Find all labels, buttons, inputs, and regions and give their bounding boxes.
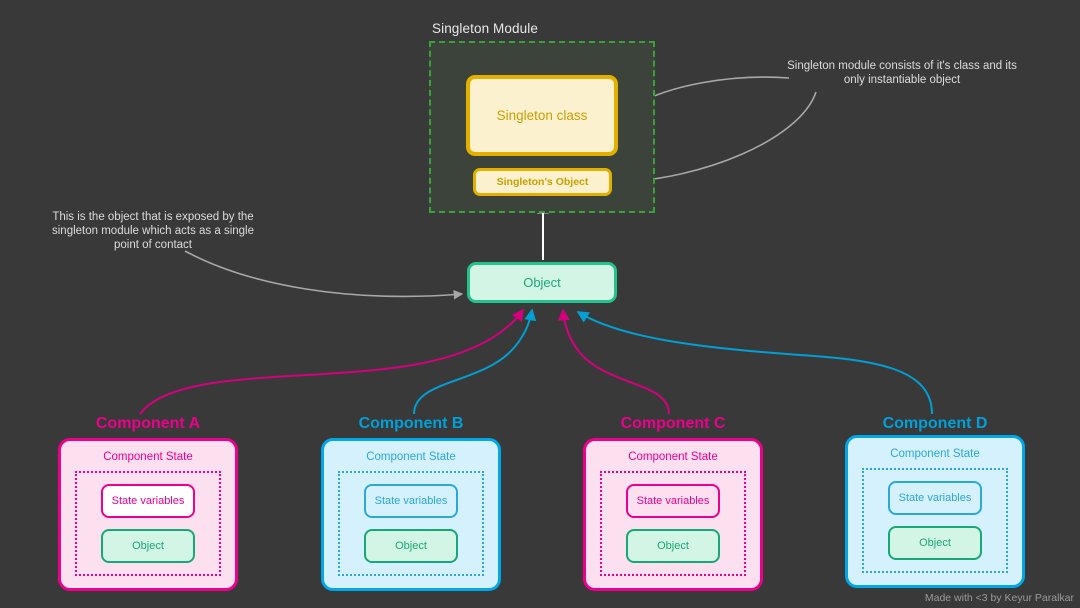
component-c-state-variables-label: State variables bbox=[636, 495, 710, 507]
component-c-title: Component C bbox=[620, 415, 726, 432]
component-c-box[interactable]: Component State State variables Object bbox=[583, 438, 763, 591]
link-component-d-to-object bbox=[576, 311, 933, 415]
component-a-box[interactable]: Component State State variables Object bbox=[58, 438, 238, 591]
component-d-object-label: Object bbox=[919, 537, 951, 549]
component-d-box[interactable]: Component State State variables Object bbox=[845, 435, 1025, 588]
component-b-state-label: Component State bbox=[366, 451, 456, 463]
component-b-object-label: Object bbox=[395, 540, 427, 552]
component-d-state-dashed-box: State variables Object bbox=[862, 468, 1008, 573]
component-b-state-variables-label: State variables bbox=[374, 495, 448, 507]
module-label: Singleton Module bbox=[432, 21, 538, 36]
component-a: Component A Component State State variab… bbox=[48, 415, 248, 591]
component-c-object[interactable]: Object bbox=[626, 529, 720, 563]
annotation-right: Singleton module consists of it's class … bbox=[787, 60, 1017, 86]
component-d-state-variables-label: State variables bbox=[898, 492, 972, 504]
component-c-object-label: Object bbox=[657, 540, 689, 552]
component-c-state-variables[interactable]: State variables bbox=[626, 484, 720, 518]
singleton-object-box[interactable]: Singleton's Object bbox=[473, 168, 612, 196]
component-b-box[interactable]: Component State State variables Object bbox=[321, 438, 501, 591]
link-component-c-to-object bbox=[557, 308, 670, 415]
component-a-state-label: Component State bbox=[103, 451, 193, 463]
component-b-title: Component B bbox=[358, 415, 464, 432]
component-a-state-variables-label: State variables bbox=[111, 495, 185, 507]
component-b-state-variables[interactable]: State variables bbox=[364, 484, 458, 518]
component-a-title: Component A bbox=[95, 415, 201, 432]
central-object-box[interactable]: Object bbox=[467, 262, 617, 303]
link-component-a-to-object bbox=[139, 308, 524, 415]
component-a-object[interactable]: Object bbox=[101, 529, 195, 563]
component-d: Component D Component State State variab… bbox=[835, 415, 1035, 588]
singleton-class-label: Singleton class bbox=[496, 108, 588, 123]
component-d-title: Component D bbox=[882, 415, 988, 432]
component-d-state-variables[interactable]: State variables bbox=[888, 481, 982, 515]
link-component-b-to-object bbox=[413, 308, 537, 415]
component-d-object[interactable]: Object bbox=[888, 526, 982, 560]
link-annotation-left-to-object bbox=[184, 250, 464, 300]
annotation-left: This is the object that is exposed by th… bbox=[52, 211, 255, 251]
component-b-state-dashed-box: State variables Object bbox=[338, 471, 484, 576]
singleton-class-box[interactable]: Singleton class bbox=[466, 75, 618, 156]
central-object-label: Object bbox=[523, 275, 561, 290]
component-c: Component C Component State State variab… bbox=[573, 415, 773, 591]
component-b-object[interactable]: Object bbox=[364, 529, 458, 563]
component-c-state-dashed-box: State variables Object bbox=[600, 471, 746, 576]
singleton-object-label: Singleton's Object bbox=[496, 176, 589, 188]
component-a-object-label: Object bbox=[132, 540, 164, 552]
component-a-state-variables[interactable]: State variables bbox=[101, 484, 195, 518]
component-b: Component B Component State State variab… bbox=[311, 415, 511, 591]
component-a-state-dashed-box: State variables Object bbox=[75, 471, 221, 576]
component-d-state-label: Component State bbox=[890, 448, 980, 460]
component-c-state-label: Component State bbox=[628, 451, 718, 463]
footer-credit: Made with <3 by Keyur Paralkar bbox=[924, 592, 1074, 604]
